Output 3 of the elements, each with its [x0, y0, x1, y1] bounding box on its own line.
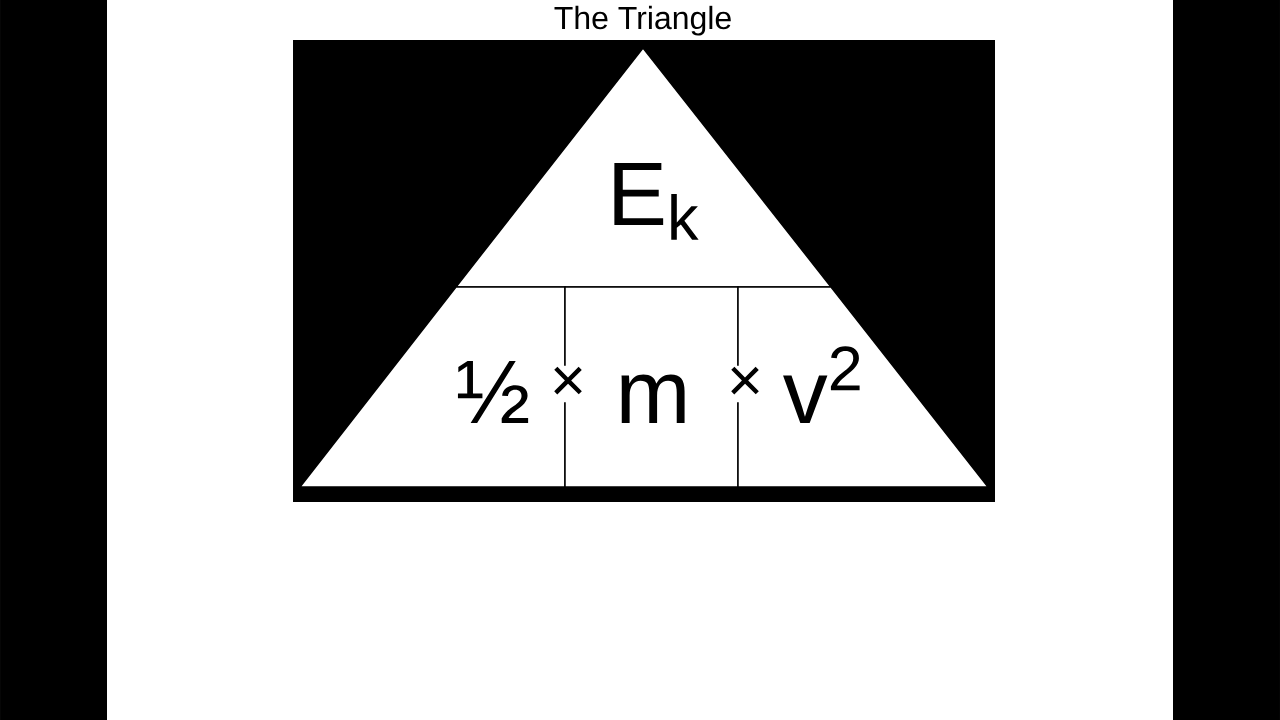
side-bar	[0, 0, 107, 720]
title: The Triangle	[554, 5, 731, 36]
side-bar	[1173, 0, 1280, 720]
